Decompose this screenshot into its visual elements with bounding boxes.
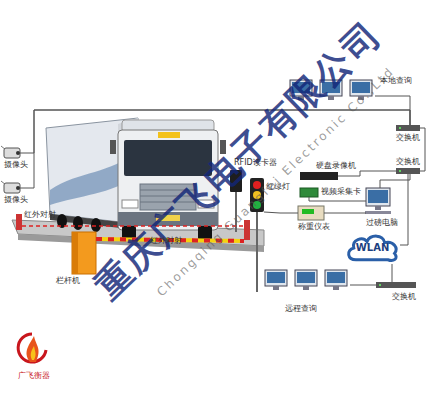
switch-icon (396, 125, 420, 131)
device-label: 栏杆机 (56, 276, 80, 285)
camera-icon (4, 148, 20, 158)
computer-icons (297, 272, 315, 283)
device-label: RFID读卡器 (234, 158, 277, 167)
capture-card: 视频采集卡 (300, 188, 318, 197)
switch-icon (399, 127, 401, 129)
truck-trailer (91, 218, 101, 232)
network-wire (400, 174, 408, 245)
switch-icon (376, 282, 416, 288)
device-label: 交换机 (392, 292, 416, 301)
network-wire (350, 285, 376, 286)
company-logo (18, 334, 46, 362)
switch-icon (396, 168, 420, 174)
infrared-beam (22, 225, 244, 227)
computer-icons (295, 270, 317, 286)
network-wire (380, 174, 410, 188)
weighing-instrument-icon (298, 206, 324, 220)
network-wire (264, 212, 298, 213)
device-label: 称重仪表 (298, 222, 330, 231)
company-logo (31, 346, 36, 360)
network-wire (309, 197, 366, 201)
device-label: 红外对射 (150, 236, 182, 245)
computer-icons (265, 270, 347, 290)
hdd-recorder: 硬盘录像机 (300, 172, 338, 180)
camera-icon (4, 183, 20, 193)
network-wire (375, 96, 410, 125)
computer-icons (267, 272, 285, 283)
truck-cab (158, 132, 180, 138)
truck-trailer (73, 216, 83, 230)
switch-icon (379, 284, 381, 286)
company-logo (27, 336, 39, 362)
weighing-computer-icon (368, 190, 388, 203)
weighing-computer: 过磅电脑 (366, 188, 390, 214)
device-label: 红绿灯 (266, 182, 290, 191)
camera-icon (16, 151, 20, 155)
computer-group: 本地查询 (285, 80, 375, 102)
truck-cab (122, 200, 138, 208)
logo-text: 广飞衡器 (18, 372, 50, 381)
traffic-light (256, 212, 258, 292)
infrared-post (16, 214, 22, 230)
weighing-computer-icon (365, 211, 391, 214)
network-wire (420, 128, 425, 171)
camera-icon (16, 186, 20, 190)
network-switch: 交换机 (396, 168, 420, 174)
device-label: WLAN (356, 242, 390, 254)
cloud-outline (349, 236, 396, 260)
weighing-computer-icon (365, 188, 391, 214)
network-switch: 交换机 (396, 125, 420, 131)
traffic-light: 红绿灯 (250, 178, 264, 212)
weighing-computer-icon (366, 188, 390, 206)
device-label: 本地查询 (380, 76, 412, 85)
computer-icons (325, 270, 347, 286)
capture-card-icon (300, 188, 318, 197)
wlan-cloud: WLAN (345, 232, 400, 264)
device-label: 硬盘录像机 (316, 161, 356, 170)
barrier-gate: 栏杆机 (72, 232, 96, 274)
computer-group: 远程查询 (262, 268, 350, 300)
weighing-instrument-icon (298, 206, 324, 220)
device-label: 远程查询 (285, 304, 317, 313)
device-label: 交换机 (396, 133, 420, 142)
computer-icons (303, 286, 309, 290)
computer-icons (265, 270, 287, 286)
camera: 摄像头 (4, 148, 20, 158)
computer-icons (273, 286, 279, 290)
weighing-computer-icon (375, 206, 381, 210)
device-label: 交换机 (396, 157, 420, 166)
infrared-sensor: 红外对射 (16, 214, 22, 230)
network-wire (338, 171, 396, 176)
network-wire (324, 213, 366, 214)
computer-icons (333, 286, 339, 290)
network-switch: 交换机 (376, 282, 416, 288)
weighing-instrument-icon (302, 209, 314, 214)
device-label: 红外对射 (24, 210, 56, 219)
camera: 摄像头 (4, 183, 20, 193)
device-label: 摄像头 (4, 160, 28, 169)
infrared-post (244, 220, 250, 240)
device-label: 过磅电脑 (366, 218, 398, 227)
switch-icon (399, 170, 401, 172)
network-wire (392, 264, 393, 282)
truck-cab (110, 140, 116, 154)
rfid-reader: RFID读卡器 (230, 170, 242, 192)
barrier-gate (72, 232, 78, 274)
device-label: 视频采集卡 (321, 187, 361, 196)
camera-icon (4, 148, 20, 193)
barrier-gate (72, 232, 96, 274)
device-label: 摄像头 (4, 195, 28, 204)
computer-icons (327, 272, 345, 283)
company-logo (18, 334, 46, 362)
hdd-recorder-icon (300, 172, 338, 180)
weighing-instrument: 称重仪表 (298, 206, 324, 220)
infrared-sensor: 红外对射 (244, 220, 250, 240)
